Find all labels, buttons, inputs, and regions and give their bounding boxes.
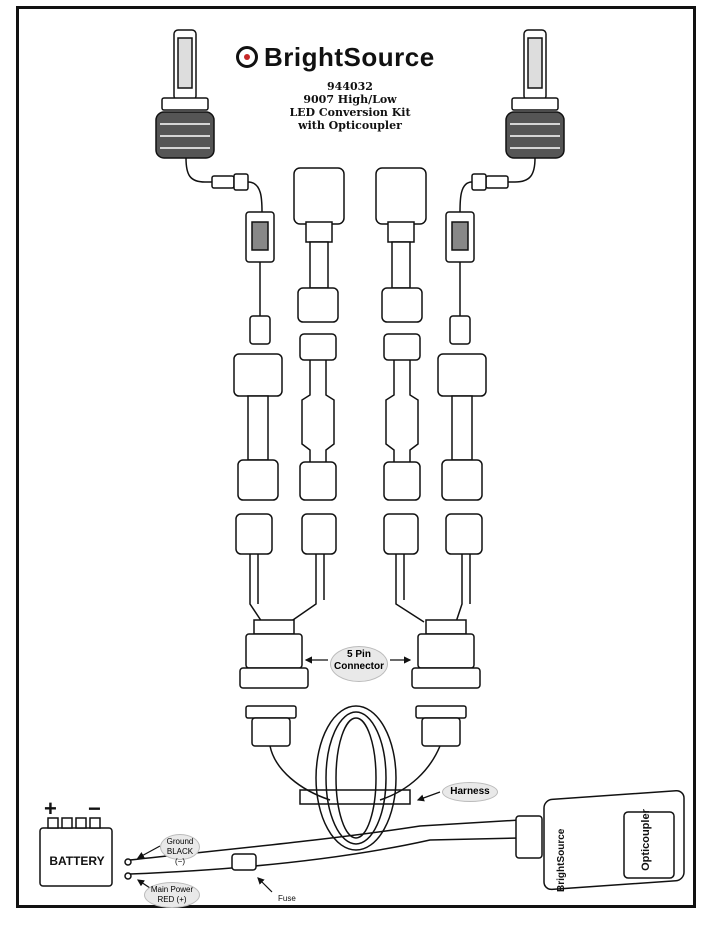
- brand-header: BrightSource: [236, 40, 476, 74]
- ground-callout: Ground BLACK (−): [160, 834, 200, 866]
- adapter-inner-left: [289, 167, 345, 623]
- ground-wire-label: BLACK (−): [166, 847, 194, 866]
- driver-module-left: [245, 211, 275, 345]
- ground-label: Ground: [166, 837, 194, 846]
- main-power-callout: Main Power RED (+): [144, 882, 200, 908]
- main-power-label: Main Power: [150, 885, 194, 894]
- adapter-inner-right: [375, 167, 427, 623]
- harness-callout: Harness: [442, 782, 498, 802]
- brand-name: BrightSource: [264, 41, 435, 72]
- led-bulb-right: [459, 29, 565, 213]
- led-bulb-left: [155, 29, 263, 213]
- product-title: 944032 9007 High/Low LED Conversion Kit …: [250, 80, 450, 132]
- brightsource-logo-icon: [236, 46, 258, 68]
- power-wire-label: RED (+): [157, 895, 187, 904]
- driver-module-right: [445, 211, 475, 345]
- diagram-frame: [16, 6, 696, 908]
- five-pin-connector-left: [239, 619, 309, 689]
- opticoupler-box: [543, 789, 685, 891]
- connector-label-line2: Connector: [334, 661, 384, 672]
- battery-minus-terminal: −: [88, 796, 101, 821]
- wiring-harness: [129, 705, 543, 875]
- adapter-outer-right: [437, 353, 487, 623]
- five-pin-connector-right: [411, 619, 481, 689]
- adapter-outer-left: [233, 353, 283, 623]
- product-line-3: with Opticoupler: [298, 119, 402, 132]
- battery: [39, 817, 132, 887]
- part-number: 944032: [327, 80, 373, 93]
- connector-callout: 5 Pin Connector: [330, 646, 388, 682]
- opticoupler-brand-label: BrightSource: [556, 828, 567, 892]
- opticoupler-label: Opticoupler: [640, 809, 652, 871]
- connector-label-line1: 5 Pin: [347, 649, 371, 660]
- product-line-1: 9007 High/Low: [303, 93, 397, 106]
- battery-label: BATTERY: [49, 854, 105, 868]
- fuse-label: Fuse: [278, 894, 296, 903]
- battery-plus-terminal: +: [44, 796, 57, 821]
- product-line-2: LED Conversion Kit: [289, 106, 411, 119]
